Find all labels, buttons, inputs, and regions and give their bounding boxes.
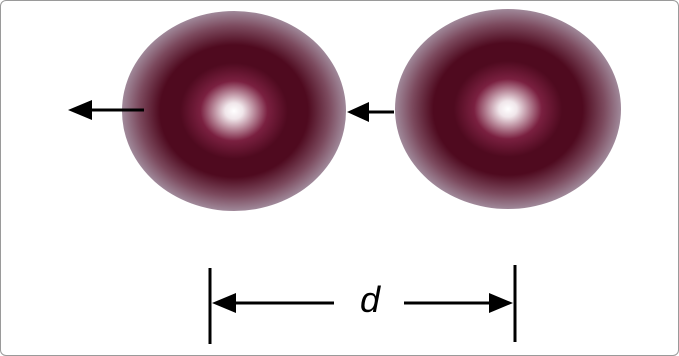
left-arrow-icon: [68, 100, 144, 120]
left-sphere: [122, 11, 346, 211]
distance-label: d: [359, 279, 381, 320]
dimension-right-arrowhead: [489, 293, 513, 313]
right-sphere: [395, 9, 621, 209]
dimension-left-arrowhead: [212, 293, 236, 313]
middle-arrow-icon: [347, 102, 394, 122]
distance-dimension: [208, 265, 517, 344]
